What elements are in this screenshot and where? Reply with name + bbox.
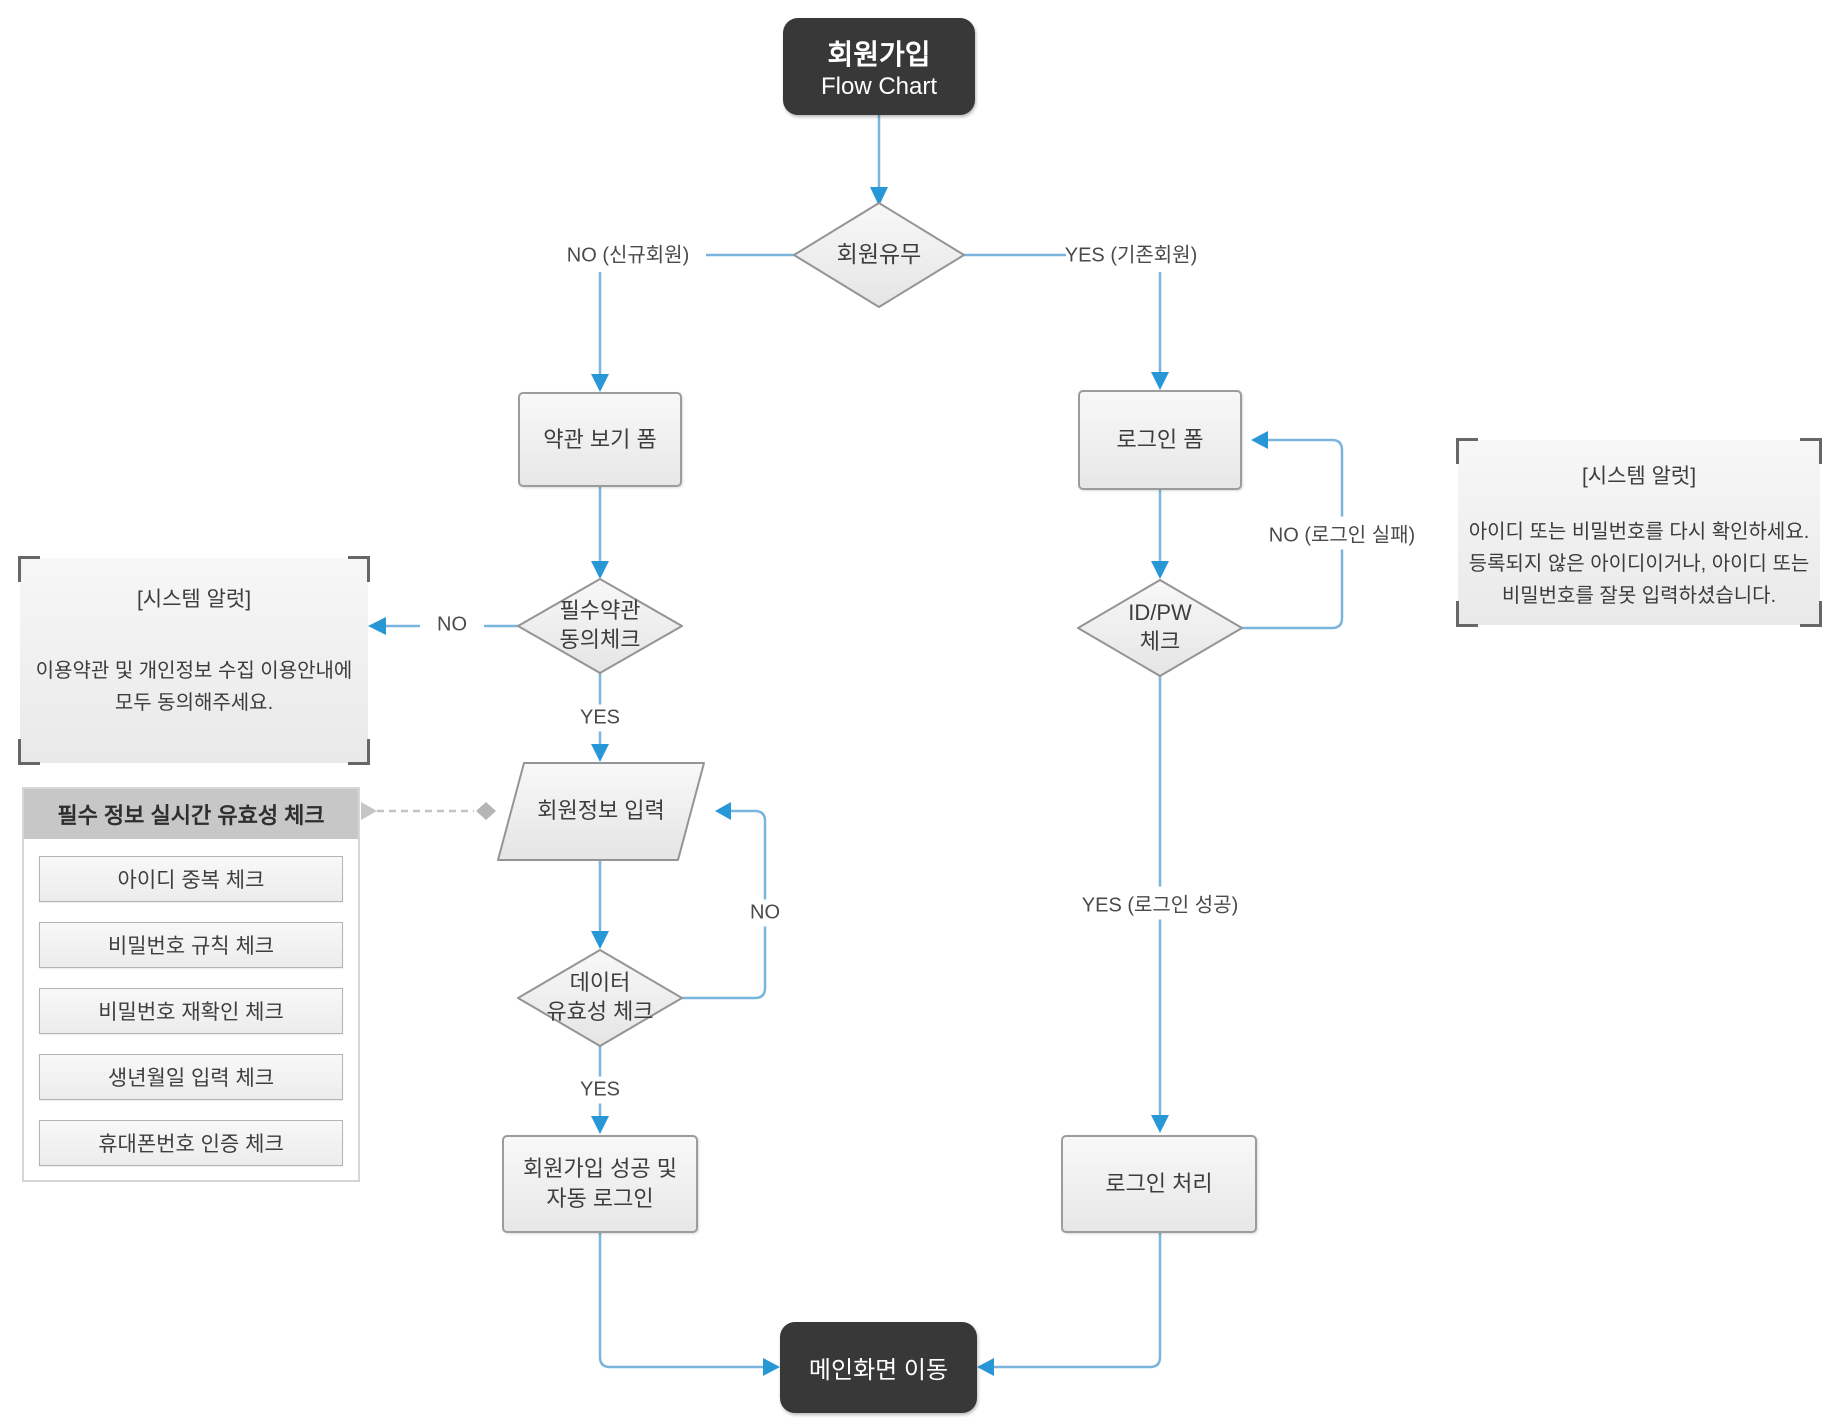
io-member-info-shape (497, 762, 705, 861)
decision-membership-shape (793, 202, 965, 308)
validation-panel-items: 아이디 중복 체크 비밀번호 규칙 체크 비밀번호 재확인 체크 생년월일 입력… (24, 839, 358, 1183)
alert-login-body: 아이디 또는 비밀번호를 다시 확인하세요. 등록되지 않은 아이디이거나, 아… (1468, 521, 1810, 607)
io-member-info-label: 회원정보 입력 (537, 798, 665, 824)
title-line1: 회원가입 (827, 38, 931, 70)
arrowhead-down-icon (1151, 1115, 1169, 1133)
bracket-corner-icon (348, 739, 370, 765)
arrowheads (368, 187, 1268, 1376)
list-item: 비밀번호 재확인 체크 (39, 988, 343, 1034)
panel-pointer-icon (361, 802, 377, 820)
edge-label-no-new-member: NO (신규회원) (566, 244, 690, 267)
flow-shapes (497, 202, 1243, 1047)
bracket-corner-icon (1456, 438, 1478, 464)
decision-idpw-label: ID/PW 체크 (1128, 600, 1192, 654)
terminator-signup-title: 회원가입 Flow Chart (783, 18, 975, 115)
process-login-form: 로그인 폼 (1078, 390, 1242, 490)
decision-data-validity-shape (517, 949, 683, 1047)
bracket-corner-icon (348, 556, 370, 582)
validation-panel: 필수 정보 실시간 유효성 체크 아이디 중복 체크 비밀번호 규칙 체크 비밀… (22, 787, 360, 1182)
list-item: 생년월일 입력 체크 (39, 1054, 343, 1100)
arrowhead-down-icon (591, 374, 609, 392)
diamond-marker-icon (476, 802, 496, 820)
arrowhead-right-icon (763, 1358, 780, 1376)
decision-terms-agree-label: 필수약관 동의체크 (559, 598, 641, 652)
edge-label-yes-existing-member: YES (기존회원) (1064, 244, 1198, 267)
title-line2: Flow Chart (820, 72, 938, 100)
process-login-handle: 로그인 처리 (1061, 1135, 1257, 1233)
bracket-corner-icon (18, 739, 40, 765)
arrowhead-left-icon (977, 1358, 994, 1376)
list-item: 비밀번호 규칙 체크 (39, 922, 343, 968)
validation-panel-header: 필수 정보 실시간 유효성 체크 (24, 789, 358, 839)
alert-login: [시스템 알럿] 아이디 또는 비밀번호를 다시 확인하세요. 등록되지 않은 … (1456, 438, 1822, 627)
arrowhead-down-icon (591, 744, 609, 762)
arrowhead-down-icon (870, 187, 888, 206)
arrowhead-down-icon (1151, 372, 1169, 390)
alert-terms-title: [시스템 알럿] (136, 588, 252, 611)
bracket-corner-icon (1456, 601, 1478, 627)
edge-process-to-main (994, 1233, 1162, 1369)
arrowhead-left-icon (368, 617, 386, 635)
list-item: 아이디 중복 체크 (39, 856, 343, 902)
decision-membership-label: 회원유무 (836, 241, 922, 268)
decision-data-validity-label: 데이터 유효성 체크 (546, 970, 654, 1024)
terminator-main-screen: 메인화면 이동 (780, 1322, 977, 1413)
alert-terms: [시스템 알럿] 이용약관 및 개인정보 수집 이용안내에 모두 동의해주세요. (18, 556, 370, 765)
decision-terms-agree-shape (517, 578, 683, 674)
arrowhead-down-icon (591, 561, 609, 579)
arrowhead-left-icon (1251, 431, 1268, 449)
edge-label-yes-validity: YES (572, 1076, 628, 1104)
edge-label-no-validity: NO (743, 899, 787, 927)
arrowhead-left-icon (715, 802, 731, 820)
edge-label-no-login-fail: NO (로그인 실패) (1261, 516, 1423, 550)
process-terms-form: 약관 보기 폼 (518, 392, 682, 487)
bracket-corner-icon (1800, 601, 1822, 627)
edge-label-yes-terms: YES (572, 704, 628, 732)
alert-terms-body: 이용약관 및 개인정보 수집 이용안내에 모두 동의해주세요. (35, 660, 353, 714)
process-signup-success: 회원가입 성공 및 자동 로그인 (502, 1135, 698, 1233)
edge-label-yes-login-success: YES (로그인 성공) (1074, 886, 1246, 920)
edge-label-no-terms: NO (437, 613, 467, 636)
bracket-corner-icon (1800, 438, 1822, 464)
arrowhead-down-icon (591, 931, 609, 949)
arrowhead-down-icon (1151, 561, 1169, 579)
decision-idpw-shape (1077, 579, 1243, 677)
list-item: 휴대폰번호 인증 체크 (39, 1120, 343, 1166)
arrowhead-down-icon (591, 1116, 609, 1134)
bracket-corner-icon (18, 556, 40, 582)
alert-login-title: [시스템 알럿] (1581, 465, 1697, 488)
edge-success-to-main (598, 1232, 763, 1369)
